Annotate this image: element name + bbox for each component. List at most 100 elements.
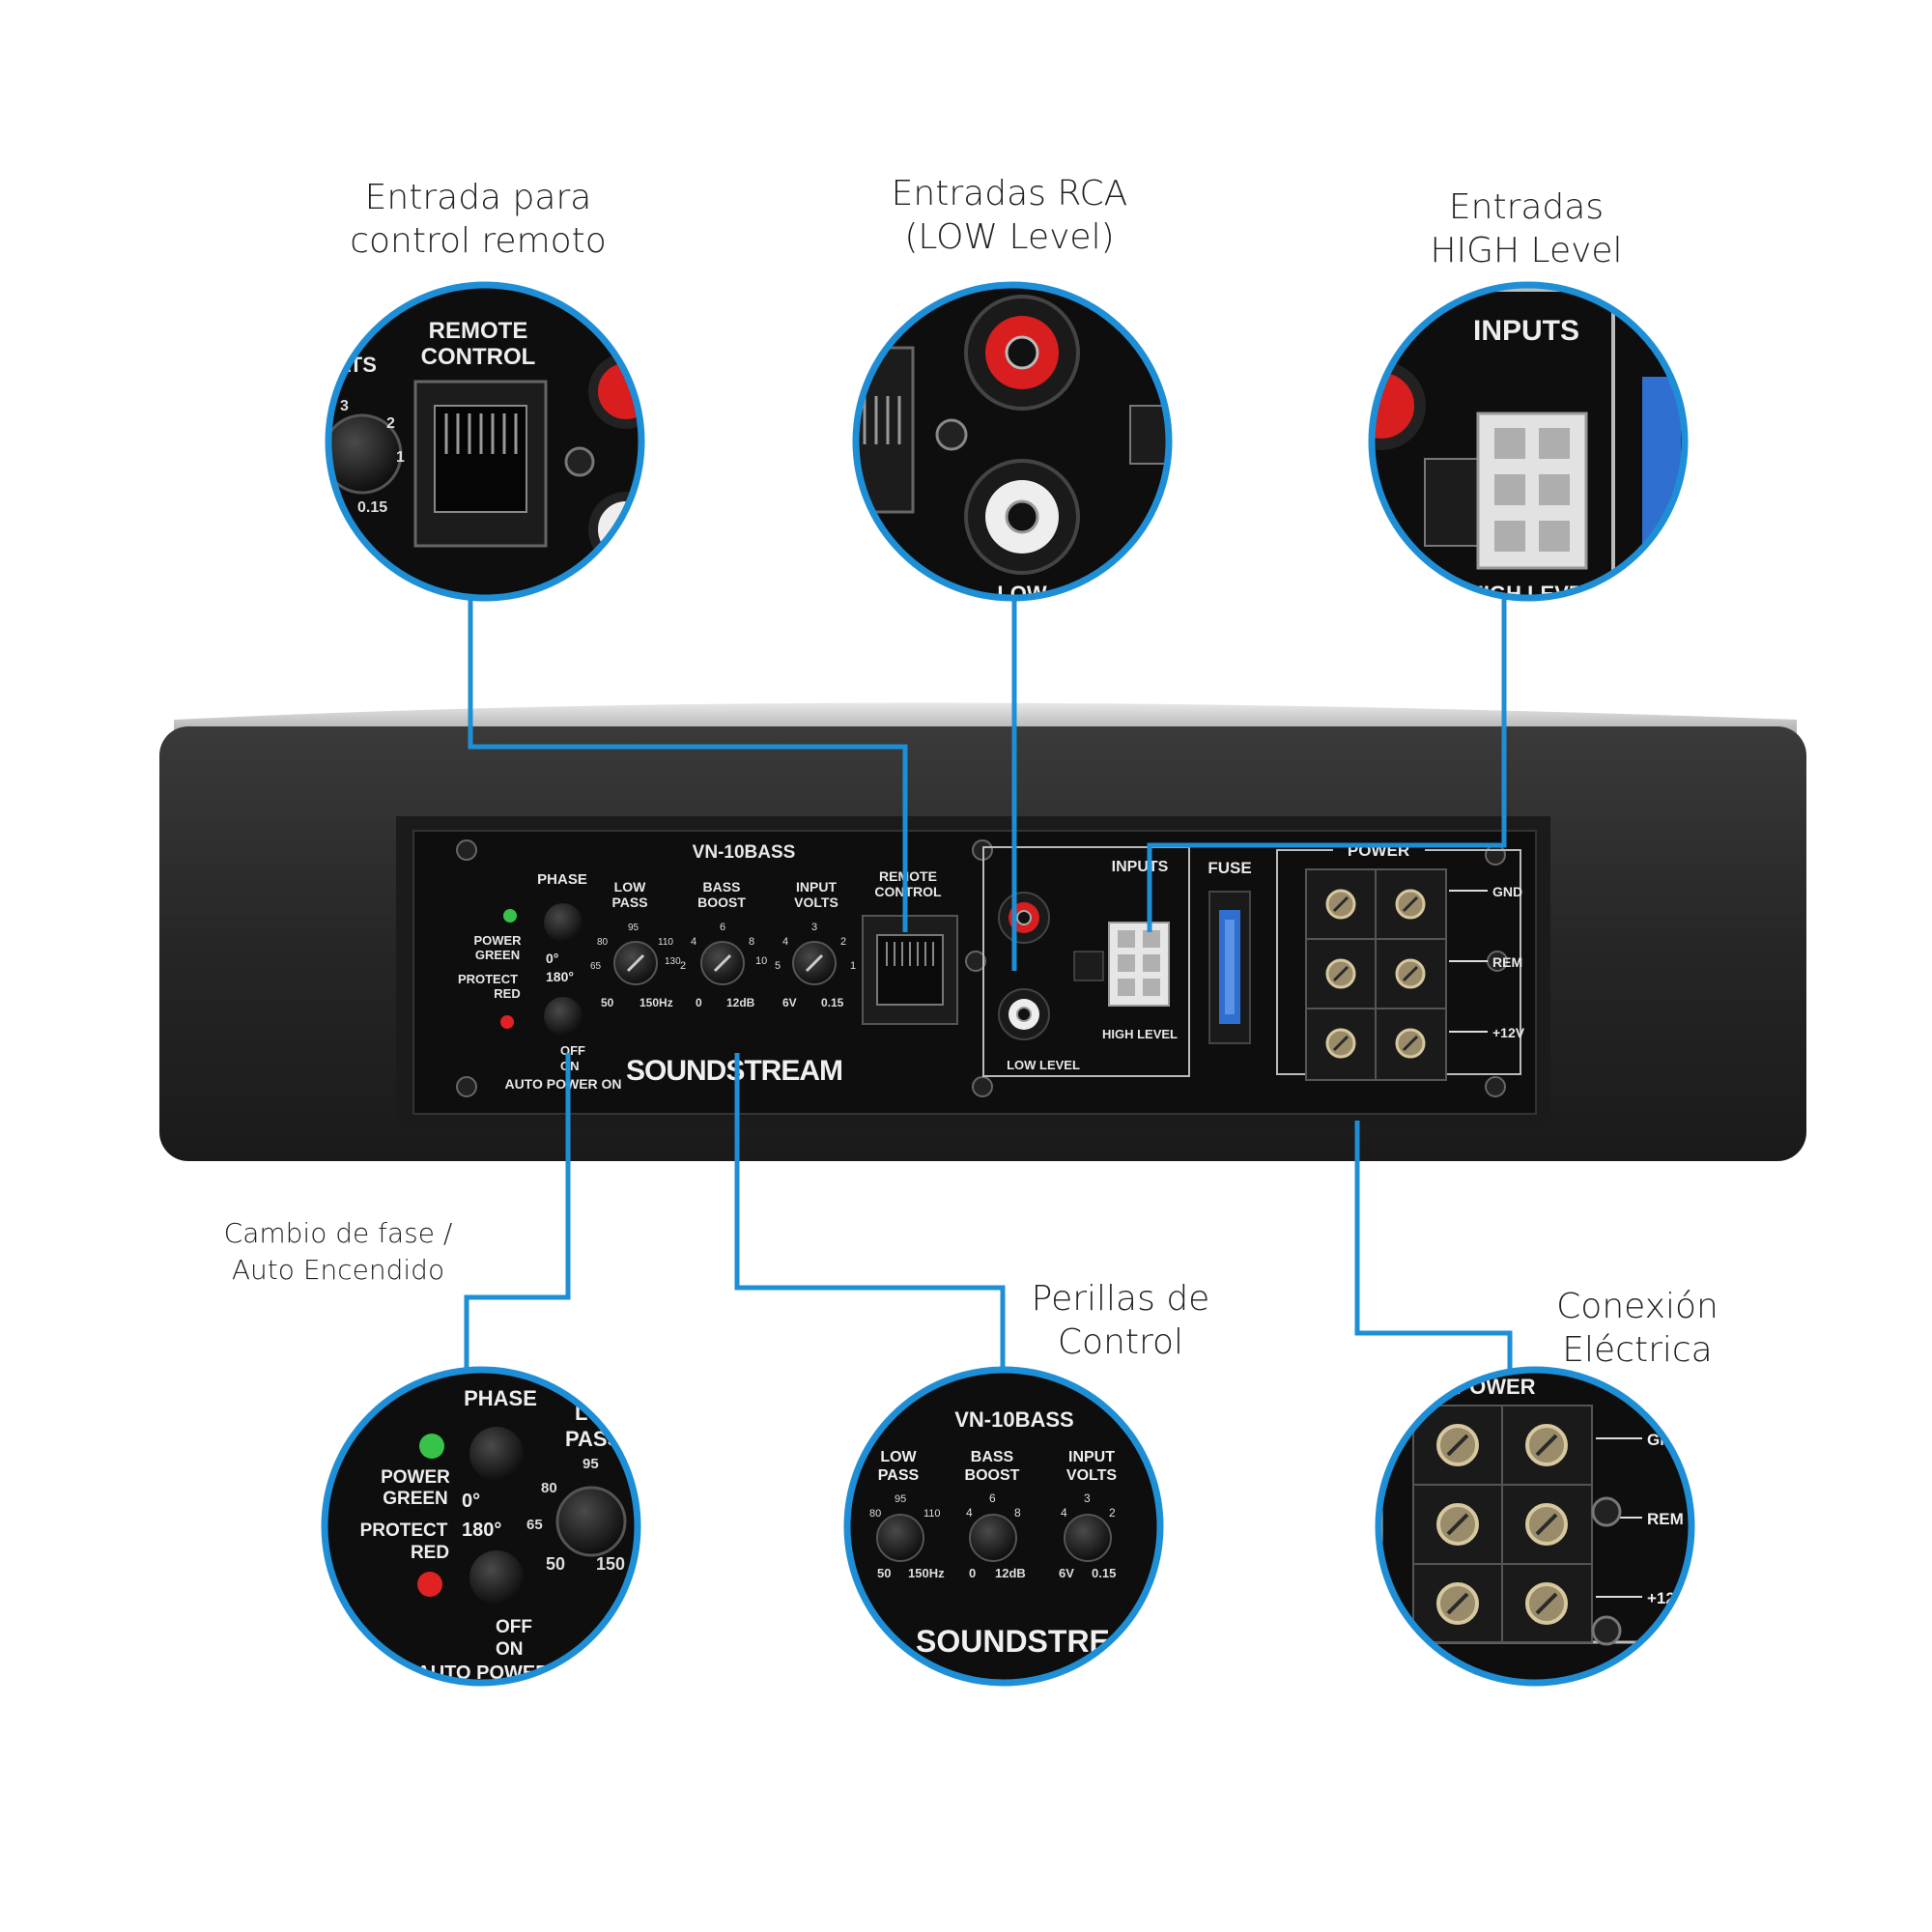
plus12v-label: +12V	[1492, 1025, 1525, 1040]
svg-text:BASS: BASS	[703, 879, 741, 895]
auto-power-on-title: AUTO POWER ON	[504, 1076, 621, 1092]
knobs-connector-line	[734, 1053, 1006, 1372]
svg-text:PASS: PASS	[878, 1467, 920, 1484]
svg-text:RED: RED	[411, 1543, 449, 1563]
phase-180-label: 180°	[546, 969, 574, 984]
svg-text:GREEN: GREEN	[383, 1489, 448, 1509]
svg-text:PROTECT: PROTECT	[360, 1520, 448, 1541]
inputs-frame	[982, 846, 1190, 1077]
zoom-high-level: INPUTS HIGH LEVEL	[1368, 281, 1689, 602]
svg-text:65: 65	[590, 961, 602, 972]
svg-text:0.15: 0.15	[821, 996, 844, 1009]
svg-text:110: 110	[923, 1508, 941, 1520]
panel-screws	[456, 839, 1508, 1097]
protect-red-label-1: PROTECT	[458, 972, 518, 986]
auto-power-off-label: OFF	[560, 1043, 585, 1058]
rem-label: REM	[1492, 954, 1522, 970]
svg-text:3: 3	[340, 398, 349, 414]
fuse-label: FUSE	[1208, 859, 1251, 877]
svg-text:50: 50	[546, 1554, 565, 1574]
power-green-label-2: GREEN	[475, 948, 520, 962]
svg-text:50: 50	[601, 996, 614, 1009]
svg-text:0: 0	[696, 996, 702, 1009]
power-connector-line	[1354, 1121, 1513, 1372]
svg-text:80: 80	[869, 1508, 881, 1520]
svg-text:1: 1	[396, 449, 405, 466]
zoom-rca-inputs: LOW	[852, 281, 1173, 602]
zoom-high-level-ring	[1368, 281, 1689, 602]
power-led-green	[503, 909, 517, 923]
phase-connector-line	[464, 1053, 571, 1372]
high-level-label: HIGH LEVEL	[1102, 1027, 1178, 1041]
zoom-phase-ring	[321, 1366, 641, 1687]
svg-text:0.15: 0.15	[1092, 1566, 1116, 1580]
svg-text:150Hz: 150Hz	[908, 1566, 945, 1580]
zoom-remote-ring	[325, 281, 645, 602]
low-level-label: LOW LEVEL	[1007, 1058, 1080, 1072]
svg-text:150: 150	[596, 1554, 625, 1574]
callout-power-connection: Conexión Eléctrica	[1556, 1287, 1719, 1370]
zoom-rca-ring	[852, 281, 1173, 602]
svg-text:PHASE: PHASE	[464, 1386, 537, 1410]
svg-text:180°: 180°	[462, 1520, 501, 1541]
svg-text:PASS: PASS	[611, 895, 647, 910]
callout-control-knobs: Perillas de Control	[1031, 1279, 1210, 1362]
svg-text:3: 3	[1084, 1492, 1091, 1505]
svg-text:95: 95	[582, 1456, 599, 1472]
power-green-label-1: POWER	[473, 933, 522, 948]
svg-text:REMOTE: REMOTE	[429, 318, 528, 344]
callout-rca-inputs: Entradas RCA (LOW Level)	[891, 174, 1128, 257]
svg-text:INPUT: INPUT	[796, 879, 837, 895]
bass-boost-knob-group: BASS BOOST 4 6 8 2 10 0 12dB	[680, 879, 767, 1009]
callout-connector-lines	[464, 599, 1513, 1372]
svg-text:OFF: OFF	[496, 1617, 532, 1637]
svg-text:2: 2	[386, 415, 395, 432]
svg-text:130: 130	[665, 956, 681, 967]
model-label: VN-10BASS	[693, 842, 796, 863]
protect-red-label-2: RED	[494, 986, 520, 1001]
svg-text:BOOST: BOOST	[965, 1467, 1020, 1484]
svg-text:REM: REM	[1647, 1510, 1684, 1528]
svg-text:6: 6	[720, 922, 725, 933]
svg-text:LOW: LOW	[880, 1449, 917, 1465]
svg-text:BASS: BASS	[971, 1449, 1014, 1465]
svg-text:65: 65	[526, 1517, 543, 1533]
svg-text:BOOST: BOOST	[697, 895, 746, 910]
svg-text:5: 5	[775, 960, 781, 972]
phase-0-label: 0°	[546, 951, 558, 966]
zoom-knobs-ring	[843, 1366, 1164, 1687]
zoom-remote-control: UT LTS 3 2 1 0.15 REMOTE CONTROL	[325, 281, 645, 602]
svg-text:80: 80	[541, 1480, 557, 1496]
zoom-control-knobs: VN-10BASS LOW PASS BASS BOOST INPUT VOLT…	[843, 1366, 1164, 1687]
phase-switch[interactable]	[544, 903, 582, 942]
remote-connector-line	[468, 599, 908, 932]
callout-remote-control: Entrada para control remoto	[350, 178, 607, 261]
auto-power-switch[interactable]	[544, 997, 582, 1036]
svg-text:3: 3	[811, 922, 817, 933]
svg-text:150Hz: 150Hz	[639, 996, 673, 1009]
svg-text:4: 4	[782, 936, 788, 948]
svg-text:VN-10BASS: VN-10BASS	[954, 1407, 1073, 1432]
svg-text:INPUTS: INPUTS	[1473, 315, 1579, 347]
svg-text:8: 8	[749, 936, 754, 948]
svg-text:LOW: LOW	[614, 879, 646, 895]
svg-text:6V: 6V	[782, 996, 797, 1009]
zoom-power-connection: POWER GN REM +12V	[1375, 1366, 1695, 1687]
high-level-connector-line	[1147, 599, 1507, 932]
svg-text:110: 110	[658, 937, 673, 948]
svg-text:12dB: 12dB	[726, 996, 755, 1009]
svg-text:6V: 6V	[1059, 1566, 1074, 1580]
callout-phase-auto-on: Cambio de fase / Auto Encendido	[223, 1217, 453, 1286]
phase-label: PHASE	[537, 871, 587, 888]
gnd-label: GND	[1492, 884, 1522, 899]
zoom-power-ring	[1375, 1366, 1695, 1687]
svg-text:VOLTS: VOLTS	[794, 895, 838, 910]
svg-text:2: 2	[1109, 1506, 1116, 1520]
svg-text:0.15: 0.15	[357, 499, 387, 516]
callout-high-level: Entradas HIGH Level	[1430, 187, 1623, 270]
svg-text:CONTROL: CONTROL	[421, 344, 536, 370]
input-volts-knob-group: INPUT VOLTS 4 3 2 5 1 6V 0.15	[775, 879, 856, 1009]
zoom-phase-auto-on: PHASE POWER GREEN 0° 180° PROTECT RED OF…	[321, 1366, 641, 1687]
svg-text:2: 2	[840, 936, 846, 948]
svg-text:INPUT: INPUT	[1068, 1449, 1115, 1465]
